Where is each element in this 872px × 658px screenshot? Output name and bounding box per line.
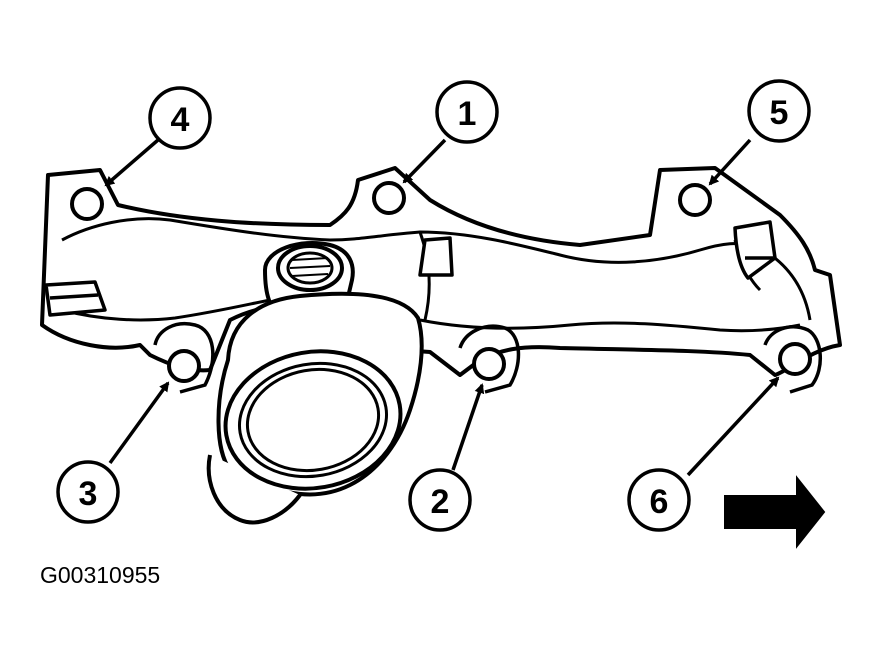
bolt-hole-4 bbox=[70, 187, 104, 221]
bolt-hole-2 bbox=[472, 347, 506, 381]
figure-id: G00310955 bbox=[40, 562, 161, 588]
bolt-hole-3 bbox=[167, 349, 201, 383]
outlet-neck bbox=[206, 291, 424, 525]
right-tab bbox=[733, 220, 777, 280]
left-flange-tab bbox=[44, 280, 107, 317]
callouts: 4 1 5 3 2 6 bbox=[56, 79, 811, 532]
right-arrow-icon bbox=[724, 475, 826, 549]
callout-2: 2 bbox=[408, 468, 472, 532]
bolt-hole-1 bbox=[372, 181, 406, 215]
bolt-hole-6 bbox=[778, 342, 812, 376]
callout-1-label: 1 bbox=[458, 95, 477, 133]
bolt-holes bbox=[70, 181, 823, 394]
callout-2-label: 2 bbox=[431, 483, 450, 521]
center-tab bbox=[418, 236, 454, 277]
callout-5-label: 5 bbox=[770, 94, 789, 132]
bolt-hole-5 bbox=[678, 183, 712, 217]
callout-6: 6 bbox=[627, 468, 691, 532]
callout-5: 5 bbox=[747, 79, 811, 143]
callout-3-label: 3 bbox=[79, 475, 98, 513]
callout-3: 3 bbox=[56, 460, 120, 524]
callout-4: 4 bbox=[148, 86, 212, 150]
callout-6-label: 6 bbox=[650, 483, 669, 521]
callout-1: 1 bbox=[435, 80, 499, 144]
callout-4-label: 4 bbox=[171, 101, 190, 139]
